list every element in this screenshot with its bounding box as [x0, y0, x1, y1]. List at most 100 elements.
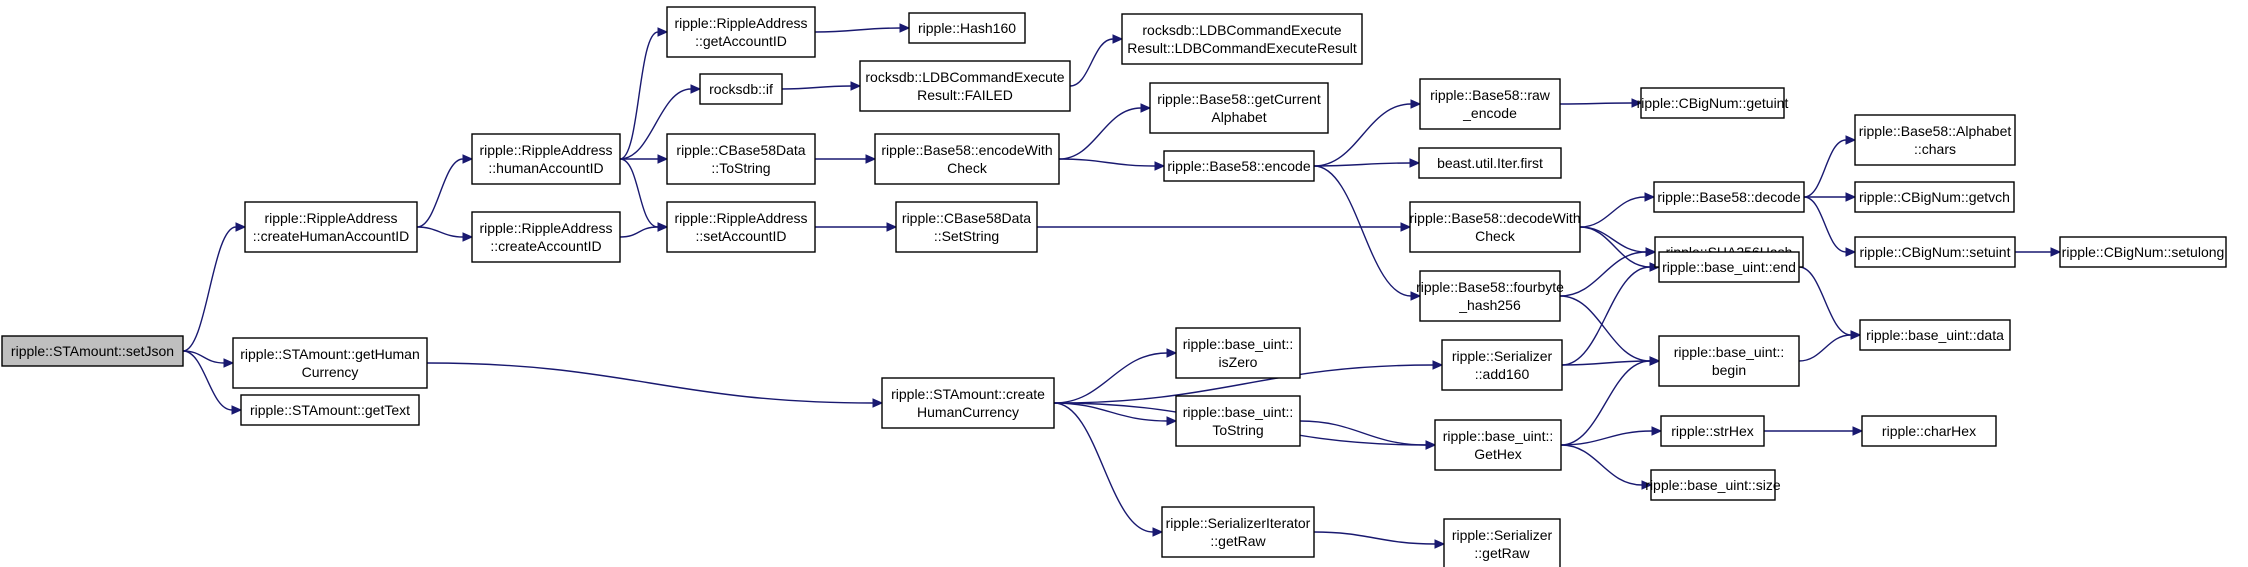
function-node[interactable]: ripple::CBigNum::setulong	[2059, 236, 2227, 268]
edge-n22-n27	[1804, 192, 1857, 202]
function-node[interactable]: ripple::base_uint::size	[1645, 469, 1781, 501]
function-node[interactable]: ripple::base_uint::ToString	[1175, 395, 1301, 447]
function-node[interactable]: ripple::SerializerIterator::getRaw	[1161, 506, 1315, 558]
function-node[interactable]: ripple::Serializer::getRaw	[1443, 518, 1561, 567]
function-node[interactable]: ripple::RippleAddress::createAccountID	[471, 211, 621, 263]
edge-arrowhead	[850, 81, 862, 91]
function-node[interactable]: ripple::RippleAddress::getAccountID	[666, 6, 816, 58]
edge-arrowhead	[1400, 222, 1412, 232]
node-box	[1658, 335, 1800, 387]
function-node[interactable]: ripple::base_uint::begin	[1658, 335, 1800, 387]
node-label-line: Result::FAILED	[917, 87, 1013, 103]
function-node[interactable]: ripple::Serializer::add160	[1441, 339, 1563, 391]
function-node[interactable]: ripple::charHex	[1861, 415, 1997, 447]
edge-line	[1559, 251, 1647, 297]
edge-line	[1579, 226, 1647, 253]
edge-n22-n28	[1803, 196, 1857, 257]
function-node[interactable]: ripple::base_uint::end	[1658, 251, 1800, 283]
edge-arrowhead	[1845, 135, 1857, 145]
node-label-line: ripple::CBase58Data	[902, 210, 1031, 226]
function-node[interactable]: ripple::base_uint::isZero	[1175, 327, 1301, 379]
function-node[interactable]: rocksdb::LDBCommandExecuteResult::LDBCom…	[1121, 13, 1363, 65]
edge-line	[1053, 364, 1434, 404]
edge-arrowhead	[2050, 247, 2062, 257]
function-node[interactable]: ripple::CBigNum::getuint	[1637, 87, 1789, 119]
edge-line	[619, 31, 659, 160]
function-node[interactable]: ripple::CBase58Data::ToString	[666, 133, 816, 185]
function-node[interactable]: rocksdb::LDBCommandExecuteResult::FAILED	[859, 60, 1071, 112]
edge-n28-n29	[2015, 247, 2062, 257]
node-box	[1854, 236, 2016, 268]
edge-line	[1803, 196, 1847, 253]
function-node[interactable]: ripple::base_uint::data	[1859, 319, 2011, 351]
node-label-line: beast.util.Iter.first	[1437, 155, 1543, 171]
function-node[interactable]: ripple::CBigNum::getvch	[1854, 181, 2015, 213]
nodes-layer: ripple::STAmount::setJson ripple::RippleA…	[1, 6, 2227, 567]
node-label-line: ripple::base_uint::	[1183, 404, 1294, 420]
edge-n31-n32	[1053, 348, 1178, 404]
edge-line	[1798, 266, 1852, 336]
edge-line	[619, 226, 659, 238]
edge-arrowhead	[657, 154, 669, 164]
function-node[interactable]: rocksdb::if	[699, 73, 783, 105]
function-node[interactable]: ripple::Base58::decode	[1653, 181, 1805, 213]
node-label-line: ripple::base_uint::	[1674, 344, 1785, 360]
function-node[interactable]: ripple::strHex	[1660, 415, 1765, 447]
node-box	[1861, 415, 1997, 447]
node-label-line: ::SetString	[934, 228, 999, 244]
edge-n0-n3	[182, 350, 243, 415]
function-node[interactable]: ripple::RippleAddress::humanAccountID	[471, 133, 621, 185]
node-box	[1441, 339, 1563, 391]
node-label-line: ripple::RippleAddress	[479, 142, 612, 158]
edge-arrowhead	[235, 222, 247, 232]
function-node[interactable]: ripple::CBigNum::setuint	[1854, 236, 2016, 268]
function-node[interactable]: ripple::RippleAddress::setAccountID	[666, 201, 816, 253]
function-node[interactable]: ripple::STAmount::getText	[240, 394, 420, 426]
node-box	[666, 6, 816, 58]
function-node[interactable]: ripple::Base58::raw_encode	[1419, 78, 1561, 130]
edge-arrowhead	[899, 23, 911, 33]
edge-arrowhead	[1425, 440, 1437, 450]
node-label-line: GetHex	[1474, 446, 1521, 462]
node-label-line: ripple::Base58::fourbyte	[1416, 279, 1564, 295]
edge-n17-n21	[1559, 98, 1643, 108]
function-node[interactable]: beast.util.Iter.first	[1418, 147, 1562, 179]
edge-arrowhead	[1409, 158, 1421, 168]
function-node[interactable]: ripple::Base58::Alphabet::chars	[1854, 114, 2016, 166]
node-box	[1409, 201, 1581, 253]
node-label-line: ripple::Base58::decode	[1657, 189, 1800, 205]
edge-arrowhead	[1845, 247, 1857, 257]
function-node[interactable]: ripple::base_uint::GetHex	[1434, 419, 1562, 471]
node-label-line: ::humanAccountID	[488, 160, 603, 176]
edge-arrowhead	[231, 405, 243, 415]
node-box	[1149, 82, 1329, 134]
node-box	[244, 201, 418, 253]
node-label-line: _encode	[1462, 105, 1517, 121]
node-box	[1658, 251, 1800, 283]
function-node[interactable]: ripple::Base58::fourbyte_hash256	[1416, 270, 1564, 322]
function-node[interactable]: ripple::Base58::encode	[1163, 150, 1315, 182]
edge-line	[1559, 295, 1651, 362]
function-node[interactable]: ripple::Hash160	[908, 12, 1026, 44]
node-box	[1, 335, 184, 367]
node-box	[1650, 469, 1776, 501]
node-label-line: ripple::RippleAddress	[674, 15, 807, 31]
edge-arrowhead	[657, 222, 669, 232]
edge-arrowhead	[1845, 192, 1857, 202]
edge-line	[619, 158, 659, 228]
function-node[interactable]: ripple::RippleAddress::createHumanAccoun…	[244, 201, 418, 253]
node-label-line: ::setAccountID	[695, 228, 786, 244]
edge-arrowhead	[1166, 416, 1178, 426]
function-node[interactable]: ripple::CBase58Data::SetString	[895, 201, 1038, 253]
edge-arrowhead	[690, 84, 702, 94]
node-label-line: _hash256	[1458, 297, 1521, 313]
edge-n2-n31	[426, 362, 884, 408]
node-box	[1419, 78, 1561, 130]
root-function-node[interactable]: ripple::STAmount::setJson	[1, 335, 184, 367]
